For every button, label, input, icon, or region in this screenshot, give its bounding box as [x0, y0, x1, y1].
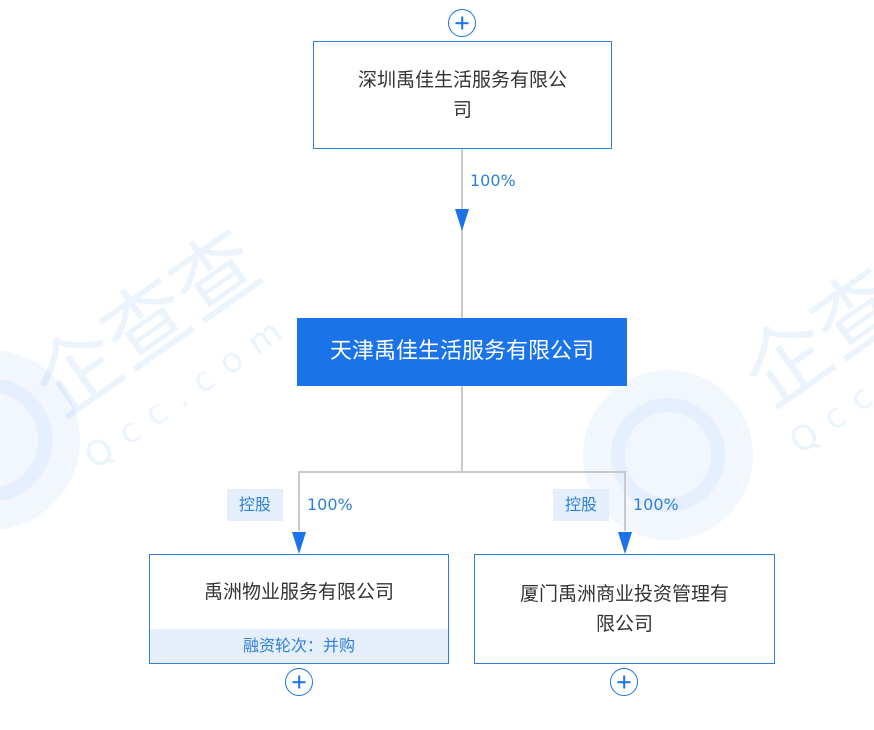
focus-company-name: 天津禹佳生活服务有限公司 [329, 339, 594, 364]
watermark-url-text-right: Qcc.com [782, 289, 874, 463]
child-1-share-percent: 100% [307, 495, 353, 514]
parent-company-box[interactable]: 深圳禹佳生活服务有限公 司 [313, 41, 612, 149]
parent-share-percent: 100% [470, 171, 516, 190]
focus-company-box[interactable]: 天津禹佳生活服务有限公司 [297, 318, 627, 386]
child-2-share-percent: 100% [633, 495, 679, 514]
child-2-company-name-line1: 厦门禹洲商业投资管理有 [519, 583, 729, 605]
child-2-relation-tag: 控股 [553, 489, 609, 521]
child-2-company-box[interactable]: 厦门禹洲商业投资管理有 限公司 [474, 554, 775, 664]
watermark-logo-text: 企查查 [15, 212, 278, 437]
arrow-down-icon [292, 532, 306, 554]
child-1-relation-tag: 控股 [227, 489, 283, 521]
connector-right-branch [624, 471, 626, 531]
child-1-company-name: 禹洲物业服务有限公司 [203, 581, 394, 603]
watermark-url-text: Qcc.com [77, 304, 301, 478]
connector-focus-trunk [461, 386, 463, 472]
parent-company-name-line2: 司 [452, 99, 472, 121]
parent-expand-button[interactable] [448, 9, 476, 37]
child-1-financing-round: 融资轮次：并购 [150, 629, 448, 663]
child-1-company-box[interactable]: 禹洲物业服务有限公司 融资轮次：并购 [149, 554, 449, 664]
parent-company-name-line1: 深圳禹佳生活服务有限公 [357, 69, 567, 91]
connector-horizontal [298, 471, 625, 473]
child-2-expand-button[interactable] [610, 668, 638, 696]
arrow-down-icon [455, 209, 469, 231]
arrow-down-icon [618, 532, 632, 554]
connector-parent-focus [461, 149, 463, 318]
child-1-expand-button[interactable] [285, 668, 313, 696]
connector-left-branch [298, 471, 300, 531]
watermark-logo-text-right: 企查查 [725, 202, 874, 427]
child-2-company-name-line2: 限公司 [595, 613, 653, 635]
